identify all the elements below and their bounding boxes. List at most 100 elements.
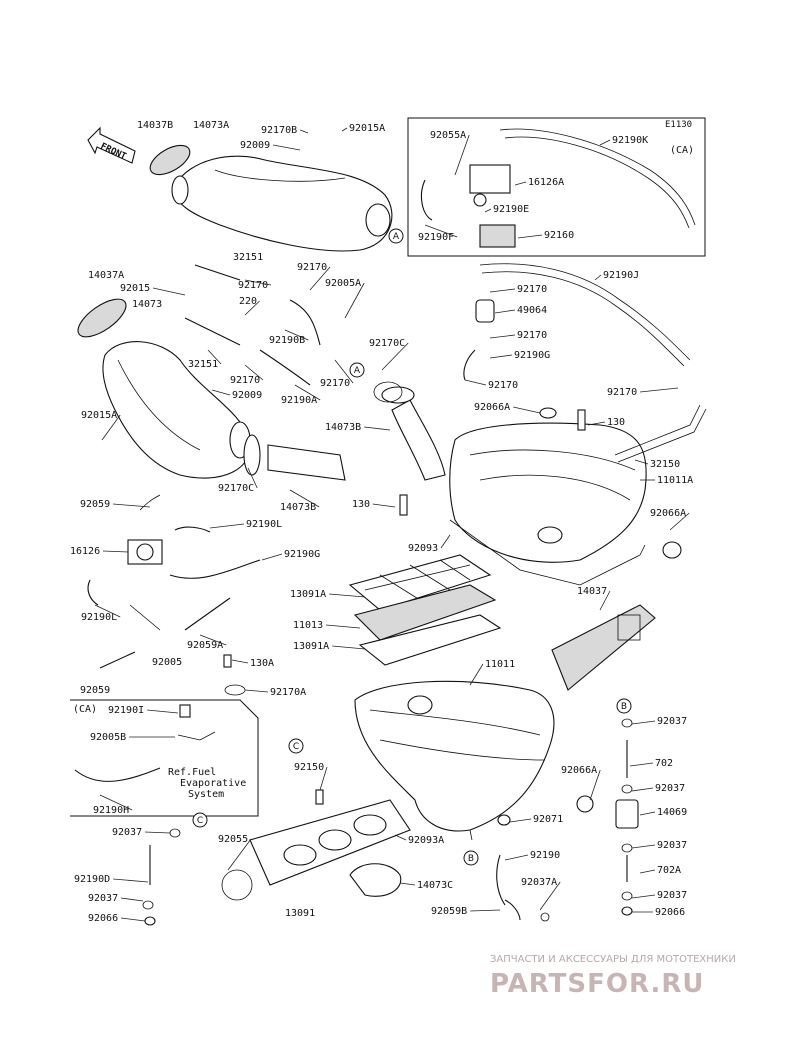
part-label: 220 xyxy=(239,296,257,307)
hose-92059 xyxy=(139,494,161,511)
part-label: 130A xyxy=(250,658,274,669)
part-label: 13091A xyxy=(293,641,329,652)
part-label: 92190G xyxy=(284,549,320,560)
leader-line xyxy=(199,634,227,646)
part-label: 11011 xyxy=(485,659,515,670)
leader-line xyxy=(152,287,186,296)
part-label: 92037 xyxy=(657,840,687,851)
leader-line xyxy=(309,266,331,291)
ref-marker-circle xyxy=(192,812,208,828)
leader-line xyxy=(489,354,513,359)
clip-92037a xyxy=(540,912,550,922)
bolt-130-top xyxy=(577,409,586,431)
clip-92037-c xyxy=(621,718,633,728)
part-label: 92190K xyxy=(612,135,648,146)
part-label: 92190D xyxy=(74,874,110,885)
hose-92190l-lower xyxy=(87,579,99,606)
part-label: 92037A xyxy=(521,877,557,888)
part-label: 92160 xyxy=(544,230,574,241)
leader-line xyxy=(289,489,320,508)
ref-marker-letter: B xyxy=(468,854,474,864)
part-label: 13091A xyxy=(290,589,326,600)
hose-92190g-upper xyxy=(463,349,476,381)
part-label: 92009 xyxy=(240,140,270,151)
part-label: 14037B xyxy=(137,120,173,131)
part-label: 92055A xyxy=(430,130,466,141)
part-label: 92170 xyxy=(488,380,518,391)
leader-line xyxy=(394,834,407,841)
ref-marker-circle xyxy=(388,228,404,244)
part-label: 92170C xyxy=(218,483,254,494)
part-label: 92037 xyxy=(112,827,142,838)
part-label: 14073C xyxy=(417,880,453,891)
leader-line xyxy=(589,769,601,801)
leader-line xyxy=(209,523,245,529)
ref-marker-circle xyxy=(349,362,365,378)
ref-marker-circle xyxy=(463,850,479,866)
leader-line xyxy=(112,503,151,508)
pipe-32150-edge xyxy=(617,408,707,463)
tee-92005b xyxy=(177,731,216,741)
leader-line xyxy=(244,279,272,286)
clamp-92170c xyxy=(373,381,403,403)
part-label: 92190H xyxy=(93,805,129,816)
part-label: 92009 xyxy=(232,390,262,401)
hose-92190b xyxy=(289,299,321,346)
ca-label: (CA) xyxy=(670,145,694,156)
watermark-tagline: ЗАПЧАСТИ И АКСЕССУАРЫ ДЛЯ МОТОТЕХНИКИ xyxy=(490,954,736,965)
ca-label: (CA) xyxy=(73,704,97,715)
o-ring-92055 xyxy=(221,869,253,901)
front-arrow-icon xyxy=(87,126,136,164)
hose-92190k xyxy=(499,128,696,226)
leader-line xyxy=(594,274,602,281)
ref-marker-letter: C xyxy=(197,816,203,826)
part-label: 92005B xyxy=(90,732,126,743)
part-label: 14037A xyxy=(88,270,124,281)
part-label: 92170 xyxy=(238,280,268,291)
pipe-92059 xyxy=(99,651,136,669)
leader-line xyxy=(294,384,321,401)
part-label: 14069 xyxy=(657,807,687,818)
part-label: 11011A xyxy=(657,475,693,486)
hose-92190k-edge xyxy=(504,136,690,229)
leader-line xyxy=(144,831,171,834)
ref-marker-circle xyxy=(288,738,304,754)
part-label: 92190E xyxy=(493,204,529,215)
part-label: 32150 xyxy=(650,459,680,470)
leader-line xyxy=(669,512,690,531)
gasket-92093 xyxy=(449,519,646,586)
valve-16126 xyxy=(127,539,163,565)
leader-line xyxy=(539,881,561,911)
part-label: 92190I xyxy=(108,705,144,716)
hose-92190j-edge xyxy=(481,271,685,367)
part-label: 14037 xyxy=(577,586,607,597)
figure-code: E1130 xyxy=(665,120,692,130)
leader-line xyxy=(364,426,391,431)
part-label: 92059 xyxy=(80,499,110,510)
part-label: 92170 xyxy=(517,284,547,295)
bolt-130a xyxy=(223,654,232,668)
part-label: 92037 xyxy=(657,716,687,727)
cap-92066a xyxy=(662,541,682,559)
leader-line xyxy=(332,645,366,650)
leader-line xyxy=(207,349,222,365)
leader-line xyxy=(631,787,654,792)
leader-line xyxy=(341,127,348,132)
grommet-92071 xyxy=(497,814,511,826)
leader-line xyxy=(94,604,121,618)
part-label: 14073A xyxy=(193,120,229,131)
pipe-32151-lower xyxy=(184,317,241,346)
leader-line xyxy=(99,794,133,811)
part-label: 92071 xyxy=(533,814,563,825)
part-label: 16126 xyxy=(70,546,100,557)
part-label: 92170 xyxy=(320,378,350,389)
leader-line xyxy=(120,897,144,902)
leader-line xyxy=(244,364,264,381)
pipe-92059a xyxy=(184,597,231,631)
adapter-plate-13091 xyxy=(249,799,411,886)
hose-14073b-right xyxy=(381,386,446,481)
tee-92005 xyxy=(129,604,161,631)
leader-line xyxy=(489,288,516,293)
cap-92190i xyxy=(179,704,191,718)
